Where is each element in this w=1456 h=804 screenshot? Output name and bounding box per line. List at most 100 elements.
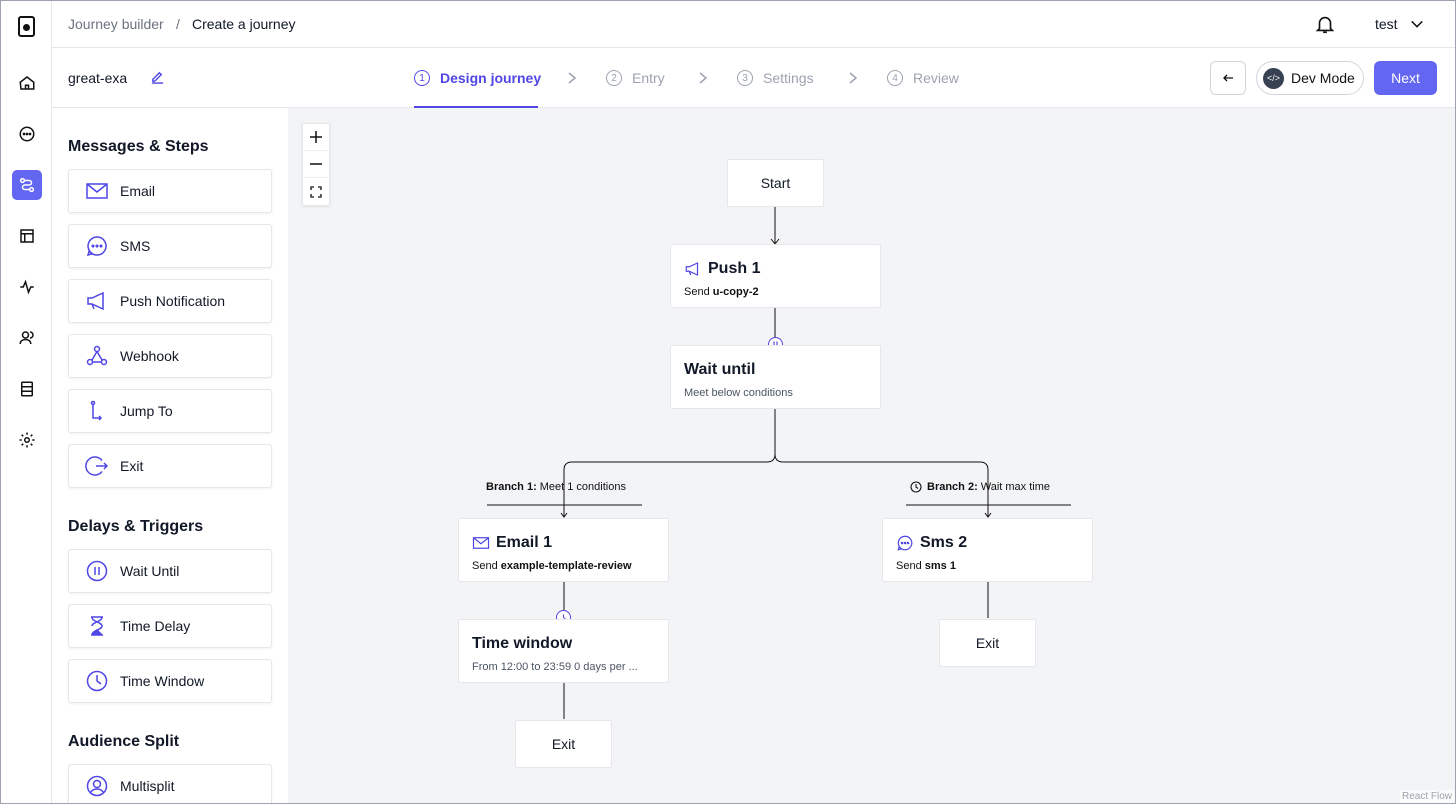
node-title: Push 1	[684, 260, 760, 278]
node-subtitle-prefix: Send	[684, 286, 710, 298]
node-subtitle-prefix: Send	[896, 560, 922, 572]
node-label: Exit	[551, 736, 576, 752]
section-title-audience: Audience Split	[68, 733, 180, 750]
users-icon[interactable]	[12, 323, 42, 353]
flow-node-wait-until[interactable]: Wait until Meet below conditions	[670, 345, 881, 409]
palette-item-label: Email	[120, 183, 156, 199]
dev-mode-button[interactable]: </> Dev Mode	[1256, 61, 1364, 95]
branch-2-label: Branch 2:Wait max time	[910, 481, 1050, 493]
node-title-text: Sms 2	[920, 534, 968, 551]
flow-node-exit-right[interactable]: Exit	[939, 619, 1036, 667]
step-design-journey[interactable]: 1 Design journey	[414, 68, 541, 88]
node-subtitle: Send sms 1	[896, 560, 956, 572]
left-rail	[1, 1, 52, 803]
node-subtitle: Meet below conditions	[684, 387, 793, 399]
chevron-right-icon	[568, 72, 577, 84]
react-flow-attribution[interactable]: React Flow	[1399, 790, 1454, 803]
zoom-controls	[302, 123, 330, 206]
flow-node-exit-left[interactable]: Exit	[515, 720, 612, 768]
palette-item-time-delay[interactable]: Time Delay	[68, 604, 272, 648]
flow-edges	[487, 207, 1071, 719]
journeys-icon[interactable]	[12, 170, 42, 200]
palette-item-wait-until[interactable]: Wait Until	[68, 549, 272, 593]
branch-1-label: Branch 1:Meet 1 conditions	[486, 481, 626, 493]
envelope-icon	[472, 537, 490, 549]
step-entry[interactable]: 2 Entry	[606, 68, 665, 88]
palette-item-label: Push Notification	[120, 293, 226, 309]
top-header: Journey builder / Create a journey test	[52, 1, 1455, 48]
node-subtitle: Send u-copy-2	[684, 286, 759, 298]
step-label: Settings	[763, 70, 814, 86]
palette-item-exit[interactable]: Exit	[68, 444, 272, 488]
edit-pencil-icon[interactable]	[150, 69, 165, 84]
node-template-name: example-template-review	[500, 560, 632, 572]
step-settings[interactable]: 3 Settings	[737, 68, 814, 88]
user-menu[interactable]: test	[1375, 16, 1398, 32]
fit-view-icon[interactable]	[303, 178, 329, 205]
node-title: Time window	[472, 635, 573, 652]
palette-item-time-window[interactable]: Time Window	[68, 659, 272, 703]
user-circle-icon	[86, 775, 108, 797]
palette-item-push[interactable]: Push Notification	[68, 279, 272, 323]
chat-bubble-icon	[897, 535, 913, 551]
flow-node-start[interactable]: Start	[727, 159, 824, 207]
chevron-right-icon	[699, 72, 708, 84]
jump-icon	[90, 400, 103, 421]
chevron-right-icon	[849, 72, 858, 84]
arrow-left-icon	[1223, 74, 1233, 82]
bell-icon[interactable]	[1314, 13, 1336, 35]
chat-bubble-icon	[86, 236, 107, 257]
node-title: Wait until	[684, 361, 756, 378]
zoom-in-icon[interactable]	[303, 124, 329, 151]
step-number: 4	[887, 70, 903, 86]
home-icon[interactable]	[12, 68, 42, 98]
step-number: 1	[414, 70, 430, 86]
flow-node-time-window[interactable]: Time window From 12:00 to 23:59 0 days p…	[458, 619, 669, 683]
palette-item-email[interactable]: Email	[68, 169, 272, 213]
breadcrumb-current: Create a journey	[192, 16, 296, 32]
palette-item-label: Exit	[120, 458, 144, 474]
megaphone-icon	[685, 262, 699, 276]
node-label: Start	[760, 175, 791, 191]
clock-icon	[86, 670, 108, 692]
branch-name: Branch 1:	[486, 481, 537, 493]
node-template-name: u-copy-2	[712, 286, 759, 298]
logo-icon[interactable]	[18, 16, 35, 37]
flow-node-email[interactable]: Email 1 Send example-template-review	[458, 518, 669, 582]
analytics-icon[interactable]	[12, 272, 42, 302]
envelope-icon	[86, 183, 108, 199]
zoom-out-icon[interactable]	[303, 151, 329, 178]
back-button[interactable]	[1210, 61, 1246, 95]
messages-icon[interactable]	[12, 119, 42, 149]
chevron-down-icon[interactable]	[1410, 17, 1424, 31]
palette-item-label: Jump To	[120, 403, 173, 419]
section-title-messages: Messages & Steps	[68, 138, 209, 155]
code-icon: </>	[1263, 67, 1284, 89]
palette-item-multisplit[interactable]: Multisplit	[68, 764, 272, 803]
pause-circle-icon	[86, 560, 108, 582]
clock-icon	[910, 481, 922, 493]
palette-item-label: Multisplit	[120, 778, 175, 794]
flow-node-sms[interactable]: Sms 2 Send sms 1	[882, 518, 1093, 582]
palette-item-label: Time Window	[120, 673, 205, 689]
flow-node-push[interactable]: Push 1 Send u-copy-2	[670, 244, 881, 308]
palette-item-label: SMS	[120, 238, 151, 254]
node-title: Email 1	[472, 534, 552, 552]
palette-item-sms[interactable]: SMS	[68, 224, 272, 268]
database-icon[interactable]	[12, 374, 42, 404]
node-subtitle: From 12:00 to 23:59 0 days per ...	[472, 661, 638, 673]
step-label: Entry	[632, 70, 665, 86]
palette-item-webhook[interactable]: Webhook	[68, 334, 272, 378]
settings-gear-icon[interactable]	[12, 425, 42, 455]
templates-icon[interactable]	[12, 221, 42, 251]
step-label: Design journey	[440, 70, 542, 86]
breadcrumb-separator: /	[176, 16, 180, 32]
breadcrumb-journey-builder[interactable]: Journey builder	[68, 16, 164, 32]
next-button[interactable]: Next	[1374, 61, 1437, 95]
section-title-delays: Delays & Triggers	[68, 518, 204, 535]
active-step-underline	[414, 106, 538, 108]
step-review[interactable]: 4 Review	[887, 68, 959, 88]
palette-item-jump-to[interactable]: Jump To	[68, 389, 272, 433]
flow-canvas[interactable]: Start Push 1 Send u-copy-2 Wait until Me…	[288, 108, 1455, 803]
